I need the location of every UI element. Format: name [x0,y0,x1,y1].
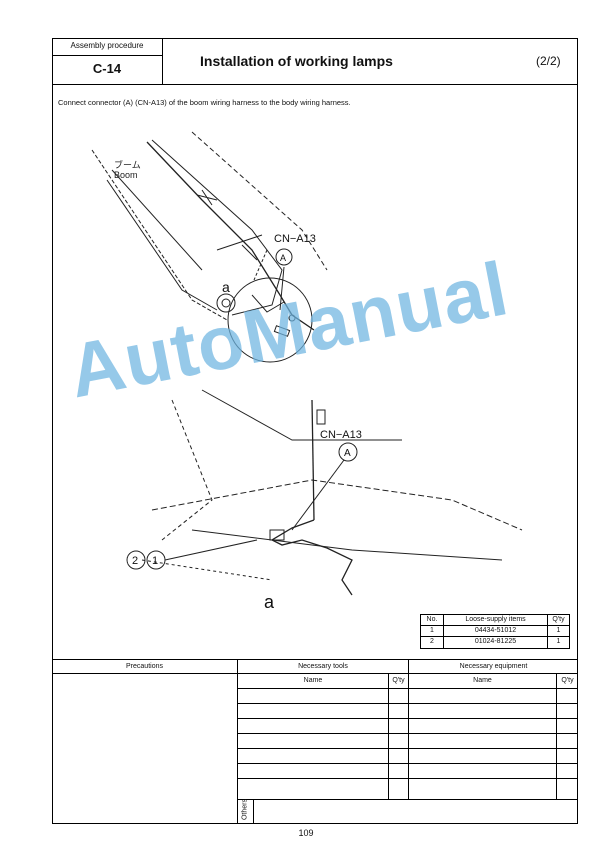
footer-others-line [237,799,578,800]
equipment-header: Necessary equipment [459,663,528,670]
footer-vline-2 [408,659,409,799]
part-2-label: 2 [132,555,138,567]
procedure-label: Assembly procedure [70,41,144,50]
precautions-header: Precautions [126,663,163,670]
connector-label-bottom: CN−A13 [320,429,362,441]
table-row-1-item: 04434-51012 [474,627,517,634]
equipment-name-header: Name [473,677,492,684]
loose-supply-header-items: Loose-supply items [465,616,526,623]
boom-label-en: Boom [114,170,138,180]
table-row-2-item: 01024-81225 [474,638,517,645]
page-number: 109 [298,828,314,838]
boom-label-jp: ブーム [114,159,141,170]
table-row-2-qty: 1 [556,638,561,645]
others-label: Others [241,799,249,821]
header-divider [52,84,578,85]
tools-qty-header: Q'ty [392,677,405,684]
body-harness-illustration: CN−A13 A 2 1 a [126,389,523,612]
table-row-1-qty: 1 [556,627,561,634]
page-part: (2/2) [536,54,561,68]
callout-a-top: A [280,253,286,263]
detail-a-top: a [222,279,230,295]
procedure-code: C-14 [92,61,122,76]
table-row-1-no: 1 [430,627,434,634]
instruction-text: Connect connector (A) (CN-A13) of the bo… [58,98,351,107]
table-row-2-no: 2 [430,638,434,645]
header-code-divider [52,55,163,56]
loose-supply-table: No. Loose-supply items Q'ty 1 04434-5101… [420,614,570,649]
detail-a-bottom: a [264,592,275,612]
loose-supply-header-qty: Q'ty [552,616,565,623]
footer-vline-others [253,799,254,824]
header-vdivider [162,38,163,85]
tools-name-header: Name [303,677,323,684]
equipment-qty-header: Q'ty [561,677,574,684]
footer-vline-3 [388,673,389,799]
part-1-label: 1 [152,555,158,567]
footer-vline-4 [556,673,557,799]
footer-header-line [52,673,578,674]
boom-harness-illustration: ブーム Boom CN−A13 A a [91,131,328,363]
footer-top-line [52,659,578,660]
page-frame [52,38,578,824]
tools-header: Necessary tools [298,663,348,670]
page-title: Installation of working lamps [200,53,393,69]
footer-vline-1 [237,659,238,824]
callout-a-bottom: A [344,448,351,459]
loose-supply-header-no: No. [426,616,438,623]
connector-label-top: CN−A13 [274,233,316,245]
